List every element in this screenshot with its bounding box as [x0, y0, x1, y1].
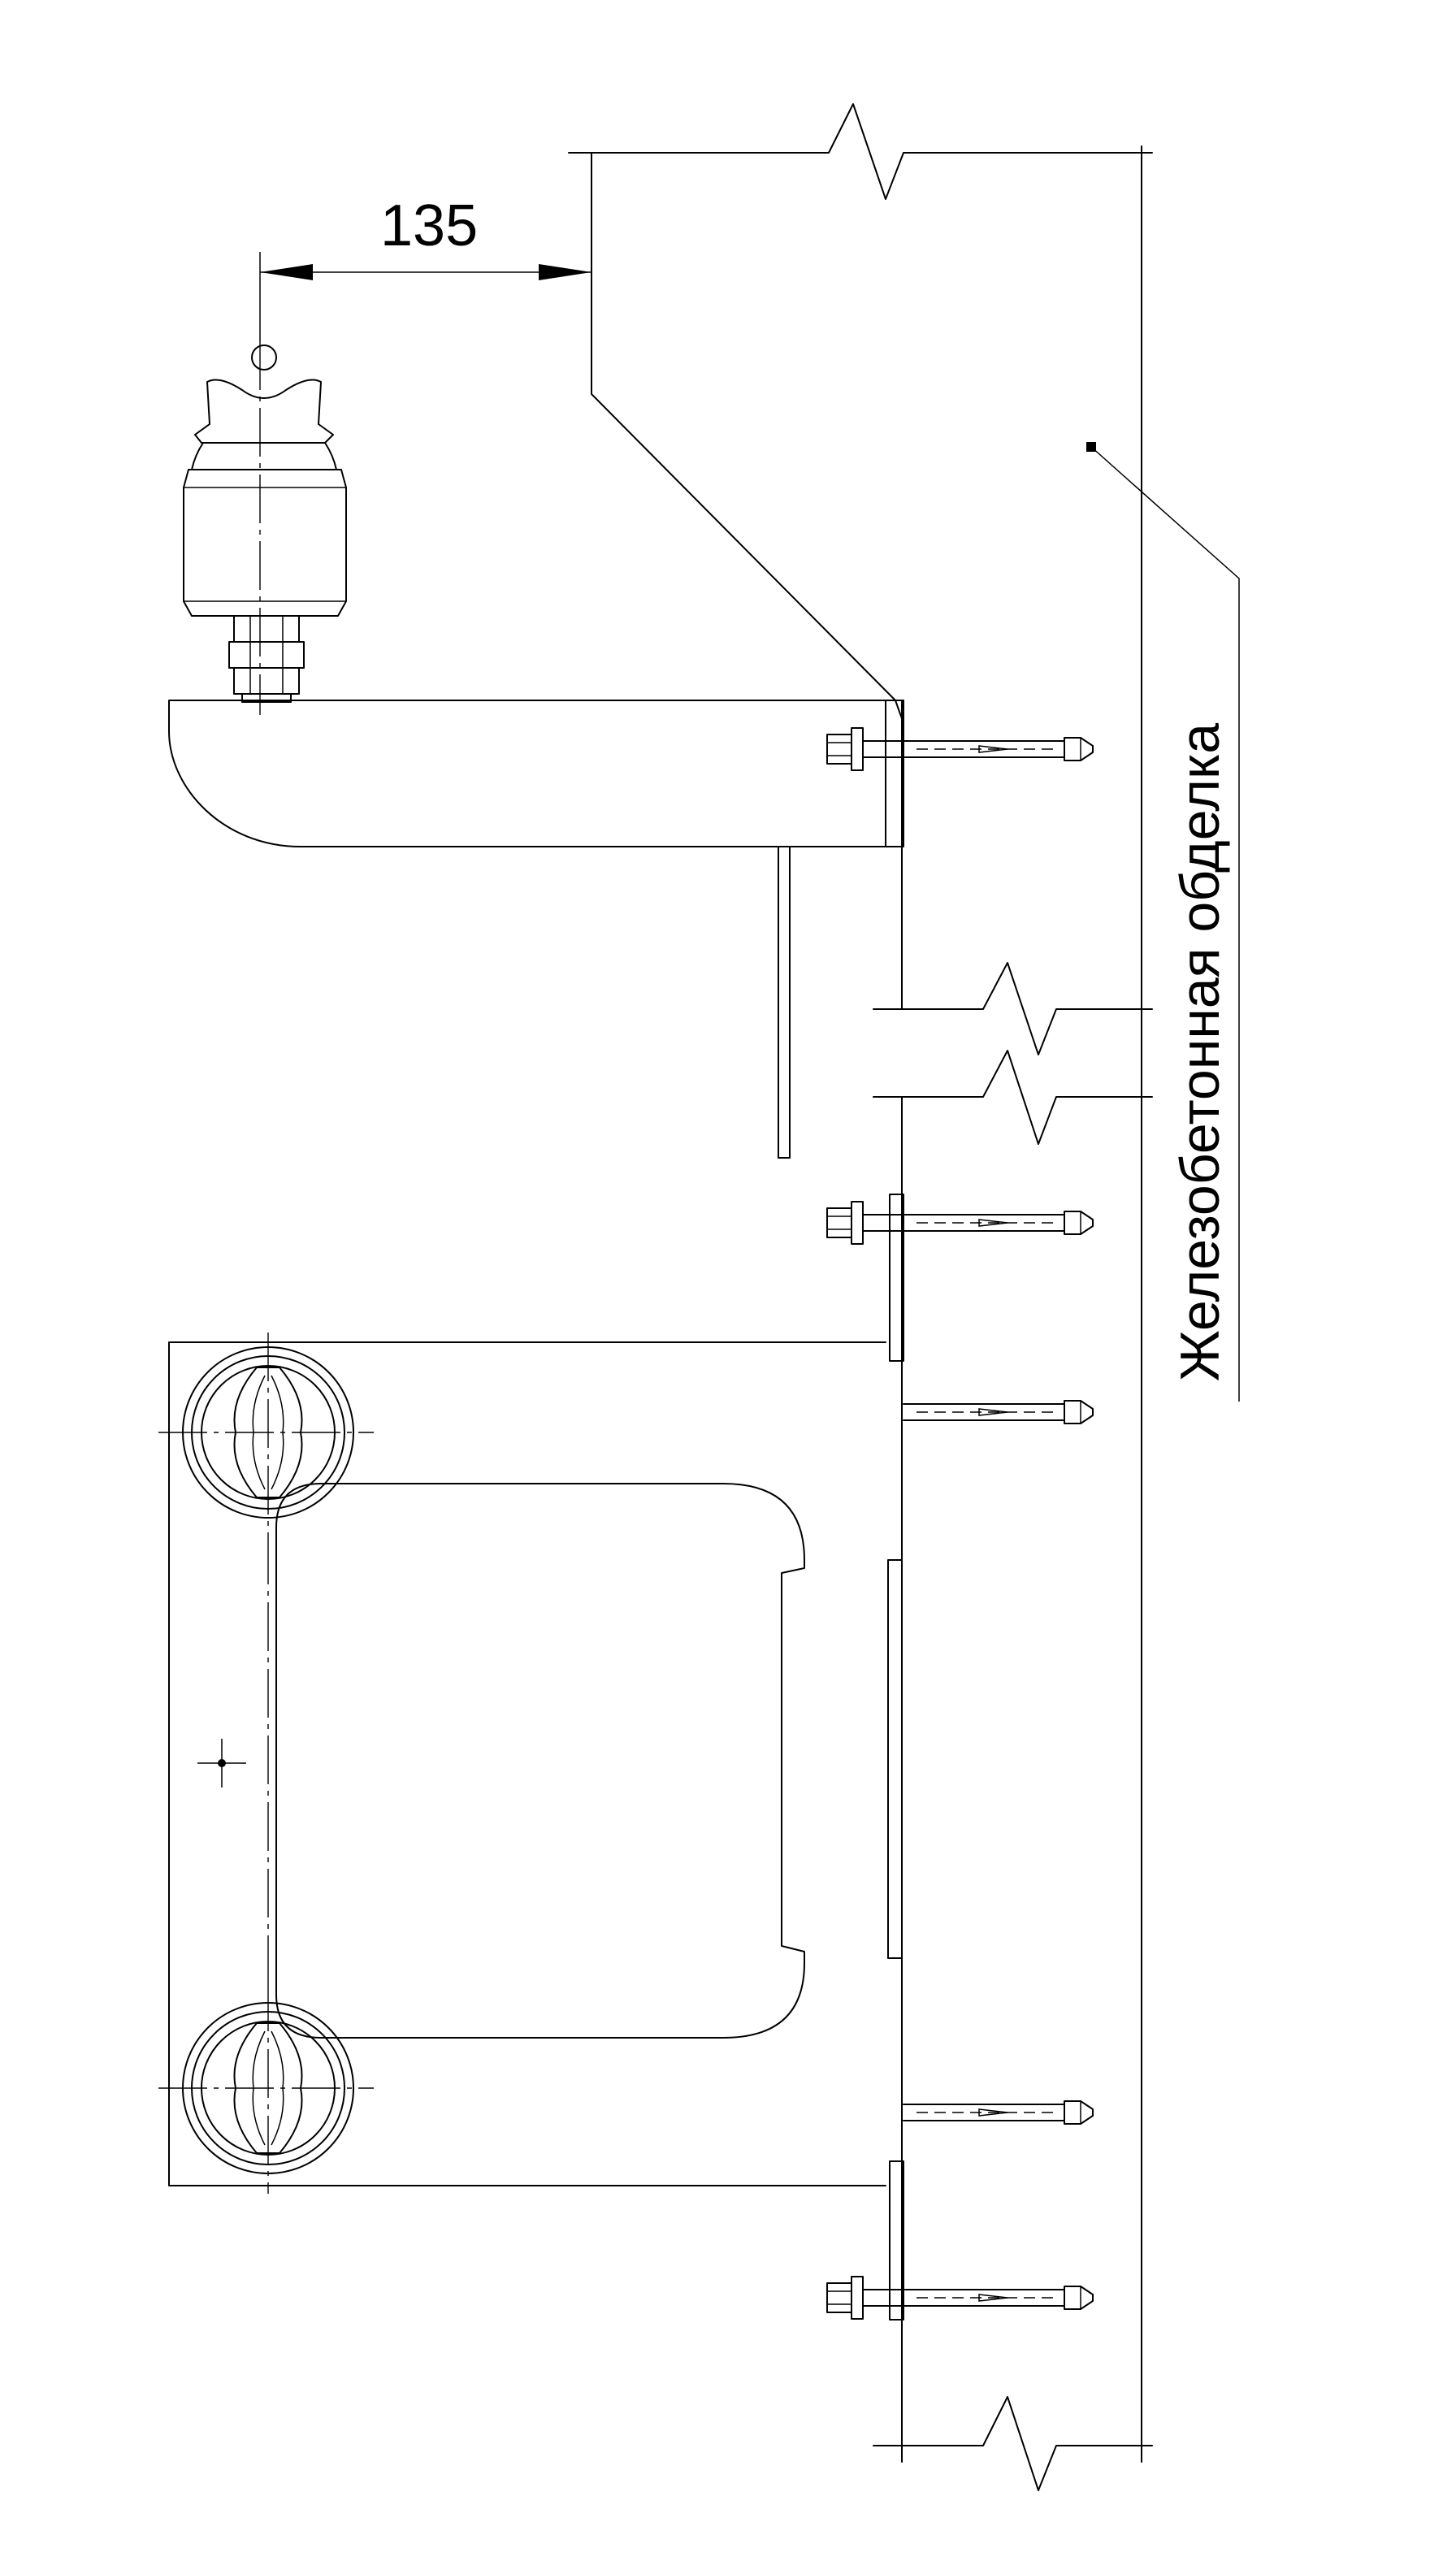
insulator — [183, 341, 347, 715]
label-leader-line — [1090, 446, 1240, 1402]
break-line-bottom — [873, 2396, 1153, 2491]
mounting-plate-upper — [889, 1194, 904, 1362]
break-line-mid-1 — [873, 962, 1153, 1055]
break-line-mid-2 — [873, 1050, 1153, 1145]
anchor-bolt-2 — [826, 1201, 1094, 1245]
lower-frame — [168, 1341, 886, 2186]
mounting-plate-lower — [889, 2160, 904, 2320]
dimension-135: 135 — [259, 193, 592, 341]
lining-inner-face-upper — [591, 152, 904, 724]
wall-label: Железобетонная обделка — [1169, 723, 1231, 1381]
screw-upper — [158, 1332, 374, 1536]
dimension-value: 135 — [380, 193, 478, 258]
screw-lower — [158, 1982, 374, 2194]
anchor-bolt-4 — [903, 2100, 1094, 2125]
break-line-top — [568, 103, 1153, 200]
anchor-bolt-3 — [903, 1400, 1094, 1424]
mid-plate — [887, 1559, 903, 1959]
anchor-bolt-1 — [826, 727, 1094, 771]
anchor-bolt-5 — [826, 2276, 1094, 2320]
upper-bracket — [168, 700, 904, 1159]
